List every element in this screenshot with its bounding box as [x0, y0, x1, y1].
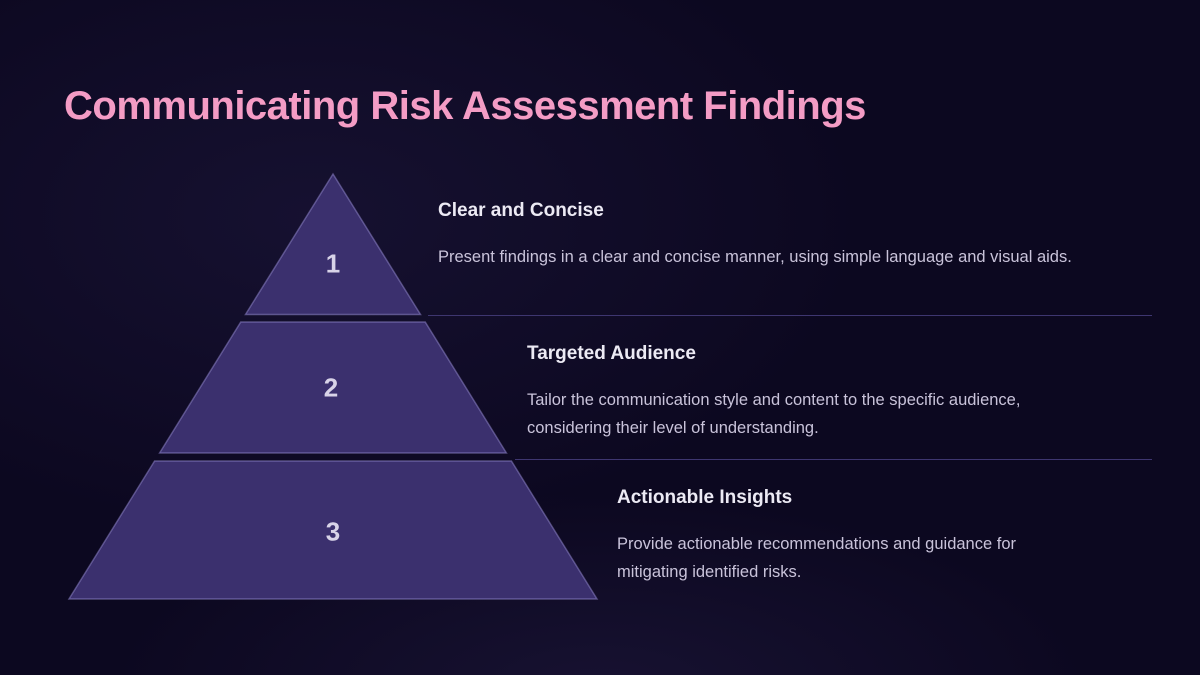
section-body: Present findings in a clear and concise …: [438, 243, 1072, 271]
pyramid-level-3-shape: [67, 460, 599, 600]
section-heading: Clear and Concise: [438, 200, 604, 221]
pyramid-level-3-number: 3: [325, 516, 341, 547]
body-line: Present findings in a clear and concise …: [438, 248, 1072, 266]
pyramid-level-2-shape: [158, 321, 508, 454]
slide-title: Communicating Risk Assessment Findings: [64, 84, 866, 128]
body-line: considering their level of understanding…: [527, 419, 819, 437]
body-line: mitigating identified risks.: [617, 563, 802, 581]
body-line: Provide actionable recommendations and g…: [617, 535, 1016, 553]
section-targeted-audience: Targeted Audience Tailor the communicati…: [527, 342, 1020, 442]
section-actionable-insights: Actionable Insights Provide actionable r…: [617, 486, 1016, 586]
section-body: Provide actionable recommendations and g…: [617, 530, 1016, 586]
pyramid-level-2-number: 2: [323, 372, 339, 403]
section-heading: Actionable Insights: [617, 487, 793, 508]
body-line: Tailor the communication style and conte…: [527, 391, 1021, 409]
section-heading: Targeted Audience: [527, 343, 696, 364]
pyramid-level-1-number: 1: [325, 248, 341, 279]
section-divider-2: [515, 459, 1152, 460]
section-clear-and-concise: Clear and Concise Present findings in a …: [438, 199, 1072, 271]
pyramid-level-1-shape: [244, 172, 422, 316]
section-body: Tailor the communication style and conte…: [527, 386, 1020, 442]
section-divider-1: [428, 315, 1152, 316]
